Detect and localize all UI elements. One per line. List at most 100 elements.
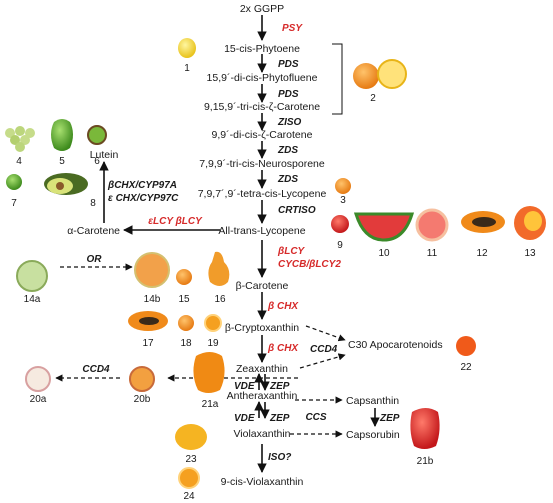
enzyme-bchx-cyp97a: βCHX/CYP97A — [107, 180, 177, 191]
compound-phytoene: 15-cis-Phytoene — [224, 43, 300, 55]
enzyme-pds-1: PDS — [278, 59, 299, 70]
fruit-3-image — [335, 178, 351, 194]
fruit-number-19: 19 — [207, 338, 219, 349]
compounds: 2x GGPP 15-cis-Phytoene 15,9´-di-cis-Phy… — [67, 3, 442, 488]
enzyme-or: OR — [87, 254, 103, 265]
compound-antheraxanthin: Antheraxanthin — [227, 390, 298, 402]
enzyme-crtiso: CRTISO — [278, 205, 316, 216]
fruit-23-image — [175, 424, 207, 450]
fruit-number-17: 17 — [142, 338, 154, 349]
compound-alpha-carotene: α-Carotene — [67, 225, 120, 237]
enzyme-zds-1: ZDS — [277, 145, 298, 156]
enzyme-psy: PSY — [282, 23, 303, 34]
compound-ggpp: 2x GGPP — [240, 3, 284, 15]
fruit-number-3: 3 — [340, 195, 346, 206]
enzyme-zep-2: ZEP — [269, 413, 290, 424]
fruit-numbers: 1 2 3 4 5 6 7 8 9 10 11 12 13 14a 14b 15… — [11, 63, 536, 502]
compound-beta-carotene: β-Carotene — [236, 280, 289, 292]
fruit-images — [5, 38, 546, 489]
fruit-number-16: 16 — [214, 294, 226, 305]
fruit-number-2: 2 — [370, 93, 376, 104]
fruit-1-image — [178, 38, 196, 58]
enzyme-zep-1: ZEP — [269, 381, 290, 392]
compound-beta-cryptoxanthin: β-Cryptoxanthin — [225, 322, 299, 334]
fruit-5-image — [51, 119, 73, 151]
fruit-number-6: 6 — [94, 156, 100, 167]
enzyme-blcy: βLCY — [277, 246, 306, 257]
fruit-number-12: 12 — [476, 248, 488, 259]
enzyme-vde-1: VDE — [234, 381, 255, 392]
enzyme-ccs: CCS — [305, 412, 326, 423]
enzyme-cycb-blcy2: CYCB/βLCY2 — [278, 259, 341, 270]
main-pathway-arrows — [254, 15, 270, 473]
fruit-20a-image — [25, 366, 51, 392]
compound-capsanthin: Capsanthin — [346, 395, 399, 407]
enzyme-zds-2: ZDS — [277, 174, 298, 185]
enzyme-vde-2: VDE — [234, 413, 255, 424]
compound-zeaxanthin: Zeaxanthin — [236, 363, 288, 375]
enzyme-echx-cyp97c: ε CHX/CYP97C — [108, 193, 179, 204]
fruit-number-8: 8 — [90, 198, 96, 209]
enzyme-zep-3: ZEP — [379, 413, 400, 424]
enzyme-ccd4-right: CCD4 — [310, 344, 338, 355]
compound-neurosporene: 7,9,9´-tri-cis-Neurosporene — [199, 158, 325, 170]
fruit-6-image — [87, 125, 107, 145]
fruit-15-image — [176, 269, 192, 285]
fruit-18-image — [178, 315, 194, 331]
side-arrows — [55, 161, 380, 438]
compound-9cis-violaxanthin: 9-cis-Violaxanthin — [221, 476, 304, 488]
fruit-20b-image — [129, 366, 155, 392]
compound-lutein: Lutein — [90, 149, 119, 161]
fruit-9-image — [331, 215, 349, 233]
fruit-21a-image — [193, 352, 225, 393]
compound-violaxanthin: Violaxanthin — [233, 428, 290, 440]
fruit-number-14b: 14b — [144, 294, 161, 305]
fruit-number-7: 7 — [11, 198, 17, 209]
compound-capsorubin: Capsorubin — [346, 429, 400, 441]
fruit-11-image — [415, 208, 449, 242]
fruit-2-image-b — [377, 59, 407, 89]
fruit-number-23: 23 — [185, 454, 197, 465]
fruit-number-9: 9 — [337, 240, 343, 251]
fruit-number-18: 18 — [180, 338, 192, 349]
compound-zeta-tri: 9,15,9´-tri-cis-ζ-Carotene — [204, 101, 320, 113]
fruit-number-20a: 20a — [30, 394, 47, 405]
enzyme-ccd4-left: CCD4 — [82, 364, 110, 375]
fruit-number-21a: 21a — [202, 399, 219, 410]
fruit-19-image — [204, 314, 222, 332]
fruit-number-10: 10 — [378, 248, 390, 259]
fruit-24-image — [178, 467, 200, 489]
fruit-number-11: 11 — [427, 248, 438, 259]
fruit-number-13: 13 — [524, 248, 536, 259]
compound-zeta-di: 9,9´-di-cis-ζ-Carotene — [212, 129, 313, 141]
enzyme-ziso: ZISO — [277, 117, 302, 128]
enzyme-pds-2: PDS — [278, 89, 299, 100]
enzyme-bchx-1: β CHX — [267, 301, 299, 312]
fruit-16-image — [208, 251, 230, 286]
compound-apocarotenoids: C30 Apocarotenoids — [348, 339, 443, 351]
compound-lycopene: All-trans-Lycopene — [218, 225, 305, 237]
fruit-number-14a: 14a — [24, 294, 41, 305]
fruit-14b-image — [134, 252, 170, 288]
bracket — [332, 43, 343, 115]
fruit-number-24: 24 — [183, 491, 195, 502]
compound-phytofluene: 15,9´-di-cis-Phytofluene — [207, 72, 318, 84]
fruit-number-15: 15 — [178, 294, 190, 305]
fruit-number-4: 4 — [16, 156, 22, 167]
fruit-7-image — [6, 174, 22, 190]
enzyme-elcy-blcy: εLCY βLCY — [148, 216, 203, 227]
fruit-2-image-a — [353, 63, 379, 89]
fruit-14a-image — [16, 260, 48, 292]
fruit-22-image — [456, 336, 476, 356]
compound-prolycopene: 7,9,7´,9´-tetra-cis-Lycopene — [198, 188, 327, 200]
fruit-21b-image — [410, 408, 440, 449]
fruit-10-image — [353, 212, 415, 242]
fruit-number-21b: 21b — [417, 456, 434, 467]
enzymes: PSY PDS PDS ZISO ZDS ZDS CRTISO εLCY βLC… — [82, 23, 399, 463]
enzyme-iso: ISO? — [268, 452, 291, 463]
fruit-number-5: 5 — [59, 156, 65, 167]
fruit-number-20b: 20b — [134, 394, 151, 405]
fruit-number-22: 22 — [460, 362, 472, 373]
fruit-number-1: 1 — [184, 63, 190, 74]
